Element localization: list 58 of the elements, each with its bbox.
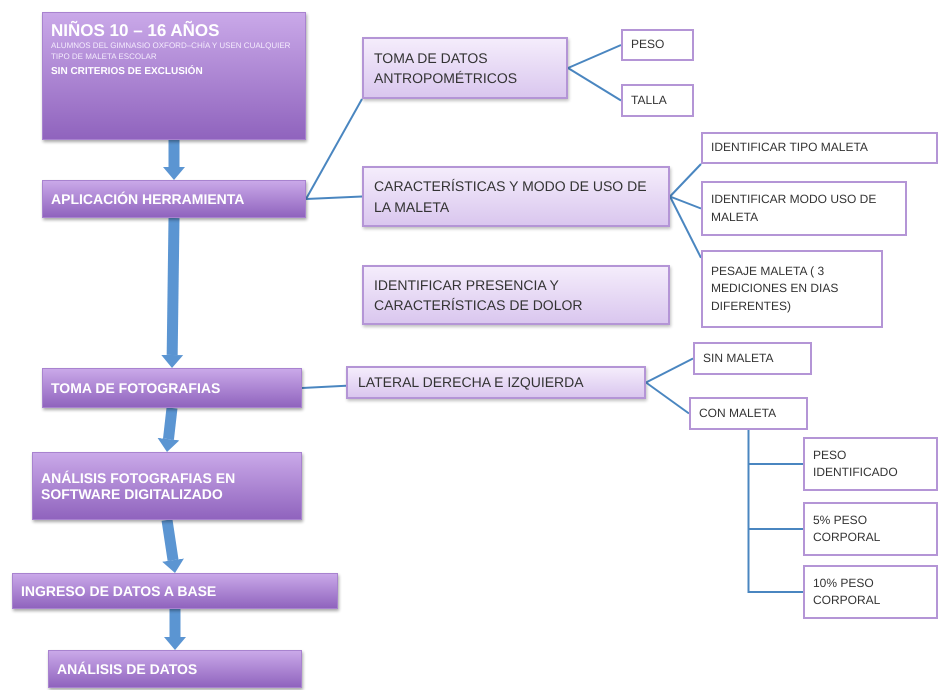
box-label: TALLA — [631, 92, 668, 109]
connector-line — [645, 382, 690, 414]
process-box — [42, 368, 302, 408]
connector-line — [646, 358, 694, 384]
box-label: TOMA DE FOTOGRAFIAS — [51, 380, 222, 396]
box-label: INGRESO DE DATOS A BASE — [21, 583, 218, 599]
detail-box — [803, 502, 938, 556]
box-description: ALUMNOS DEL GIMNASIO OXFORD–CHÍA Y USEN CUALQUIER TIPO DE MALETA ESCOLAR — [51, 41, 292, 63]
connector-line — [669, 196, 702, 258]
box-note: SIN CRITERIOS DE EXCLUSIÓN — [51, 66, 204, 77]
box-label: PESO — [631, 36, 666, 54]
connector-line — [748, 430, 803, 593]
box-label: IDENTIFICAR PRESENCIA Y CARACTERÍSTICAS DE DOLOR — [374, 276, 584, 315]
topic-box — [362, 37, 568, 99]
connector-line — [669, 163, 702, 198]
connector-line — [670, 196, 702, 210]
box-label: ANÁLISIS DE DATOS — [57, 661, 198, 677]
block-arrow — [163, 140, 185, 180]
process-box — [12, 573, 338, 609]
box-heading: NIÑOS 10 – 16 AÑOS — [51, 21, 220, 41]
detail-box — [621, 84, 694, 117]
connector-line — [567, 67, 622, 102]
box-label: IDENTIFICAR TIPO MALETA — [711, 139, 869, 156]
connector-line — [302, 384, 346, 389]
connector-line — [305, 98, 363, 200]
box-label: 5% PESO CORPORAL — [813, 512, 882, 546]
box-label: LATERAL DERECHA E IZQUIERDA — [358, 373, 585, 392]
topic-box — [362, 166, 670, 227]
detail-box — [803, 565, 938, 619]
box-label: APLICACIÓN HERRAMIENTA — [51, 191, 246, 207]
box-label: TOMA DE DATOS ANTROPOMÉTRICOS — [374, 48, 518, 88]
box-label: CARACTERÍSTICAS Y MODO DE USO DE LA MALETA — [374, 177, 648, 216]
process-box — [32, 452, 302, 520]
detail-box — [803, 437, 938, 491]
detail-box — [701, 132, 938, 164]
topic-box — [346, 366, 646, 399]
detail-box — [693, 342, 812, 375]
box-label: IDENTIFICAR MODO USO DE MALETA — [711, 191, 878, 226]
process-box — [48, 650, 302, 688]
block-arrow — [164, 609, 186, 650]
connector-line — [306, 196, 362, 200]
box-label: SIN MALETA — [703, 350, 774, 367]
detail-box — [701, 250, 883, 328]
block-arrow — [162, 519, 184, 573]
box-label: 10% PESO CORPORAL — [813, 574, 882, 609]
process-box — [42, 12, 306, 140]
block-arrow — [161, 218, 184, 368]
box-label: PESO IDENTIFICADO — [813, 446, 899, 481]
connector-line — [568, 44, 622, 69]
topic-box — [362, 265, 670, 325]
block-arrow — [158, 407, 180, 452]
box-label: ANÁLISIS FOTOGRAFIAS EN SOFTWARE DIGITALIZADO — [41, 470, 236, 502]
detail-box — [701, 181, 907, 236]
detail-box — [689, 397, 808, 430]
box-label: CON MALETA — [699, 404, 778, 422]
process-box — [42, 180, 306, 218]
detail-box — [621, 29, 694, 61]
box-label: PESAJE MALETA ( 3 MEDICIONES EN DIAS DIFERENTES) — [711, 262, 840, 315]
